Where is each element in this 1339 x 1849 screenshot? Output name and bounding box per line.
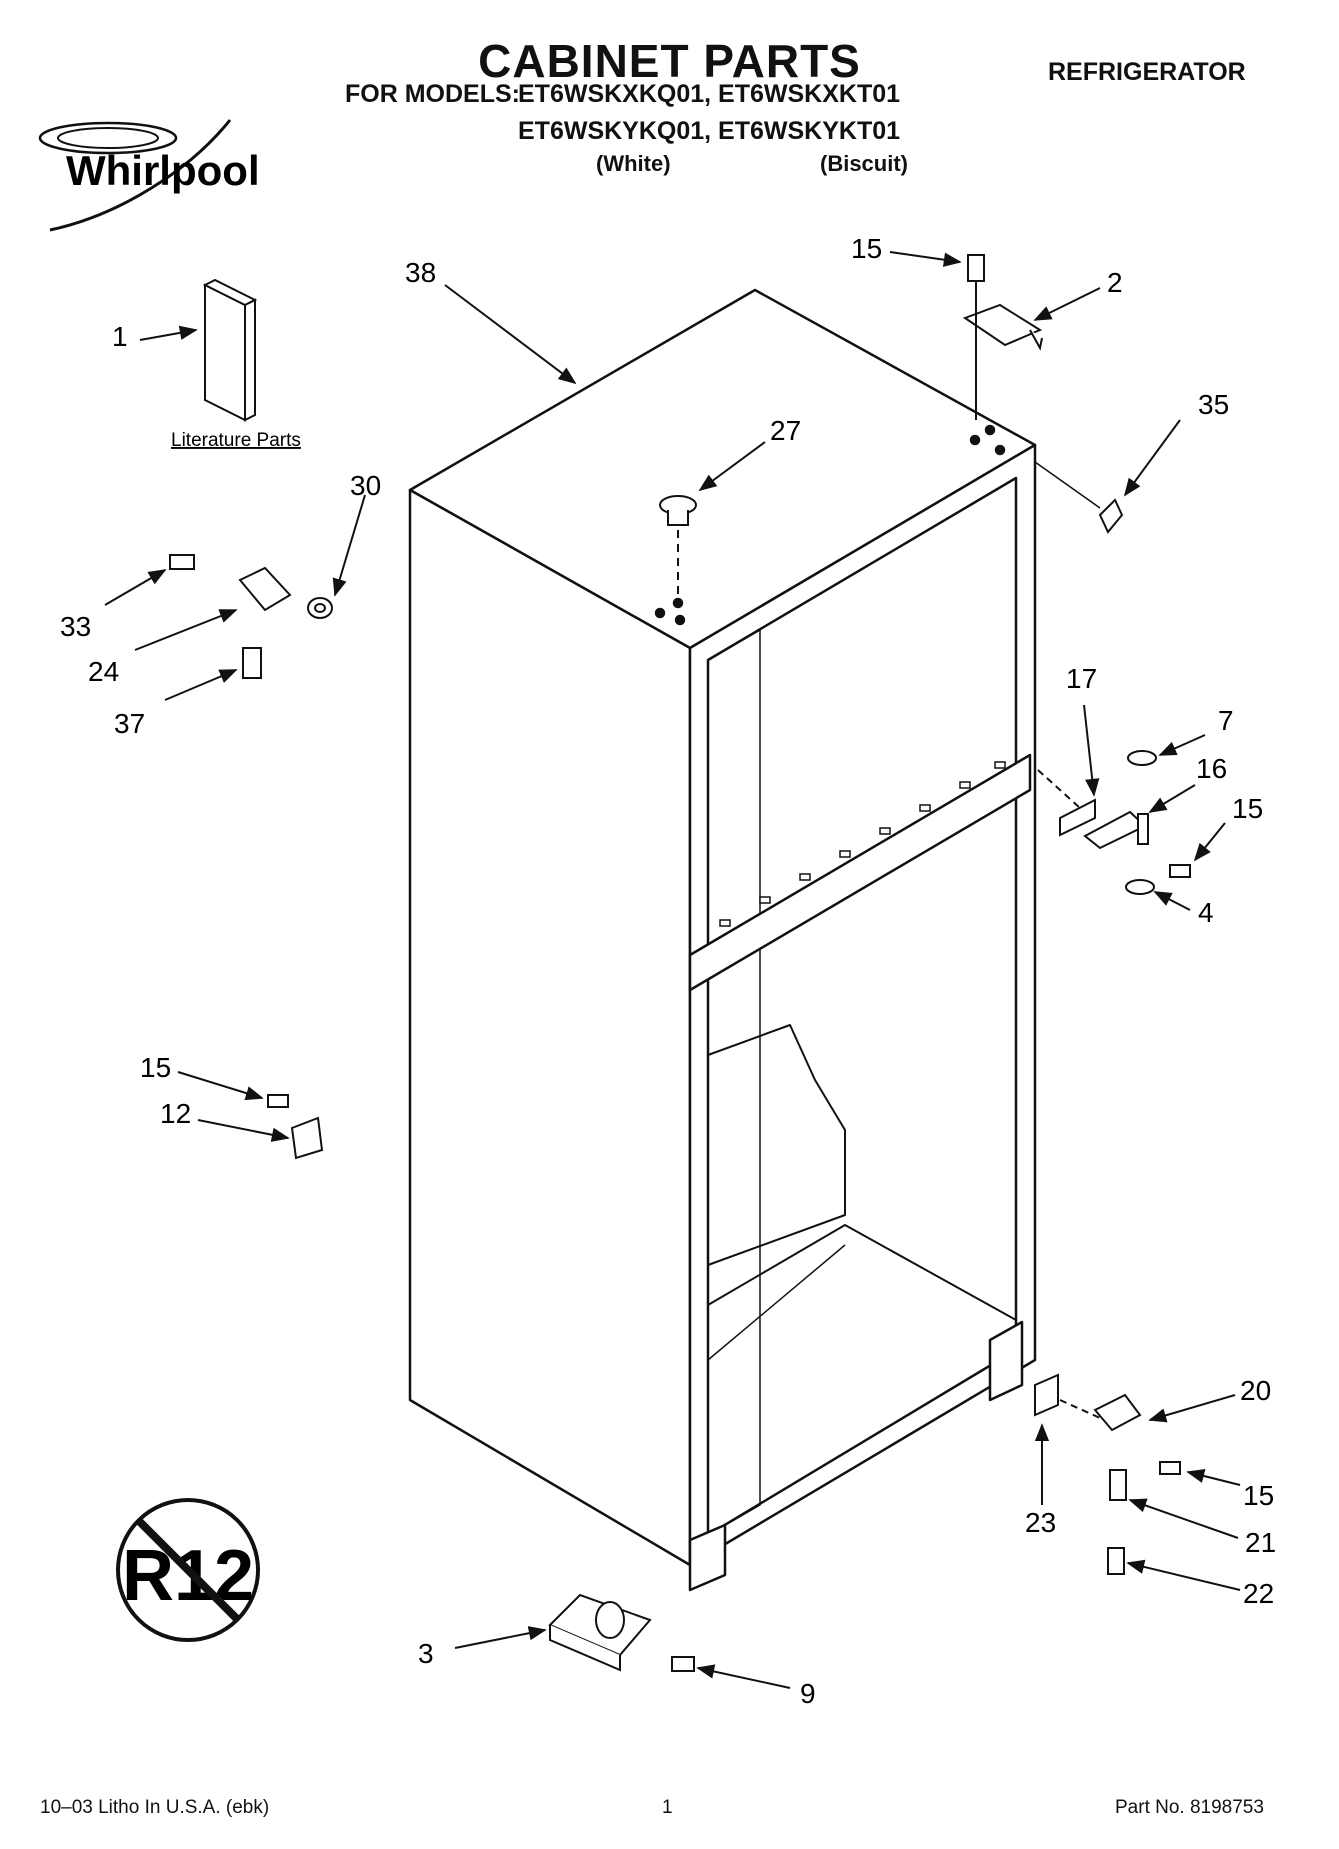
- literature-booklet: [202, 278, 258, 422]
- cabinet-plug: [659, 495, 697, 595]
- callout-7: 7: [1218, 705, 1234, 736]
- callout-15-top: 15: [851, 233, 882, 264]
- callout-24: 24: [88, 656, 119, 687]
- color-white-label: (White): [596, 151, 671, 176]
- callout-17: 17: [1066, 663, 1097, 694]
- callout-33: 33: [60, 611, 91, 642]
- color-biscuit-label: (Biscuit): [820, 151, 908, 176]
- callout-leaders: [104, 251, 1241, 1689]
- category-label: REFRIGERATOR: [1048, 58, 1246, 86]
- callout-numbers: 1 2 3 4 7 9 12 15 15 15 15 16 17 20 21 2…: [60, 233, 1276, 1709]
- cabinet-body: [408, 288, 1037, 1592]
- leveling-assembly: [169, 554, 333, 679]
- center-hinge: [1037, 750, 1191, 895]
- divider-rail-slots: [719, 761, 1006, 927]
- literature-caption: Literature Parts: [171, 430, 301, 451]
- bottom-hinge: [1034, 1373, 1181, 1575]
- callout-37: 37: [114, 708, 145, 739]
- page-title: CABINET PARTS: [478, 35, 861, 87]
- roller-assembly: [548, 1593, 695, 1672]
- whirlpool-logo: Whirlpool: [38, 119, 260, 232]
- r12-no-cfc-badge: R12: [116, 1498, 260, 1642]
- callout-15-left: 15: [140, 1052, 171, 1083]
- top-hinge: [962, 254, 1043, 420]
- callout-38: 38: [405, 257, 436, 288]
- footer-litho: 10–03 Litho In U.S.A. (ebk): [40, 1797, 270, 1818]
- callout-12: 12: [160, 1098, 191, 1129]
- callout-16: 16: [1196, 753, 1227, 784]
- callout-9: 9: [800, 1678, 816, 1709]
- models-line-2: ET6WSKYKQ01, ET6WSKYKT01: [518, 117, 901, 145]
- callout-27: 27: [770, 415, 801, 446]
- models-line-1: ET6WSKXKQ01, ET6WSKXKT01: [518, 80, 901, 108]
- callout-35: 35: [1198, 389, 1229, 420]
- callout-15-center: 15: [1232, 793, 1263, 824]
- refrigerant-badge-text: R12: [122, 1536, 254, 1616]
- callout-1: 1: [112, 321, 128, 352]
- models-label: FOR MODELS:: [345, 80, 520, 108]
- callout-4: 4: [1198, 897, 1214, 928]
- callout-20: 20: [1240, 1375, 1271, 1406]
- callout-21: 21: [1245, 1527, 1276, 1558]
- callout-3: 3: [418, 1638, 434, 1669]
- footer-part-number: Part No. 8198753: [1115, 1797, 1264, 1818]
- callout-30: 30: [350, 470, 381, 501]
- callout-15-bottom: 15: [1243, 1480, 1274, 1511]
- callout-2: 2: [1107, 267, 1123, 298]
- hinge-cover-leader: [1034, 461, 1101, 509]
- callout-22: 22: [1243, 1578, 1274, 1609]
- footer-page-number: 1: [662, 1797, 673, 1818]
- door-stop: [267, 1094, 324, 1160]
- brand-wordmark: Whirlpool: [66, 147, 260, 194]
- hinge-cover: [1098, 498, 1124, 534]
- callout-23: 23: [1025, 1507, 1056, 1538]
